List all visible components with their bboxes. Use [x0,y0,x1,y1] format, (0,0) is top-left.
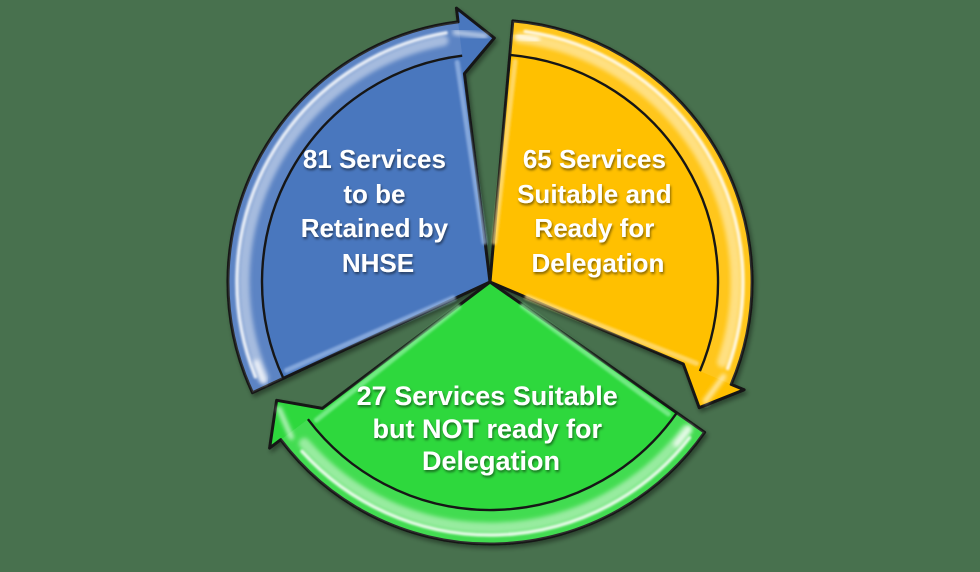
gloss-highlight [514,32,742,368]
segment-suitable-ready-label: 65 Services Suitable and Ready for Deleg… [517,144,679,278]
edge-highlight [283,295,456,373]
edge-highlight [519,303,671,417]
gloss-highlight [238,35,449,384]
gloss-highlight [298,424,692,534]
band-separator-line [306,412,678,512]
arrowhead-glint [452,29,489,39]
label-line: Ready for [534,213,654,243]
label-line: Retained by [301,213,449,243]
band-start-glint [253,359,267,384]
label-line: 65 Services [523,144,666,174]
label-line: Suitable and [517,179,672,209]
band-start-glint [515,33,541,43]
arrowhead-glint [276,406,294,440]
segment-retained [226,6,496,395]
gloss-highlight [235,31,448,379]
edge-highlight [454,59,487,245]
band-separator-line [260,54,463,379]
segment-suitable-ready [488,19,754,410]
edge-highlight [524,294,699,366]
edge-highlight [492,58,518,245]
label-line: 81 Services [303,144,446,174]
label-line: 27 Services Suitable [357,381,618,411]
band-separator-line [509,53,720,372]
label-line: NHSE [342,248,414,278]
arrowhead-glint [702,373,727,404]
segment-suitable-not-ready [268,280,707,546]
gloss-highlight [523,29,745,371]
band-start-glint [673,425,692,448]
label-line: Delegation [422,446,560,476]
label-line: to be [343,179,405,209]
label-line: Delegation [532,248,665,278]
segment-retained-label: 81 Services to be Retained by NHSE [301,144,456,278]
segment-labels: 81 Services to be Retained by NHSE 65 Se… [301,144,679,476]
segment-suitable-not-ready-label: 27 Services Suitable but NOT ready for D… [357,381,626,476]
edge-highlight [313,304,462,423]
label-line: but NOT ready for [372,414,602,444]
gloss-highlight [300,436,692,537]
